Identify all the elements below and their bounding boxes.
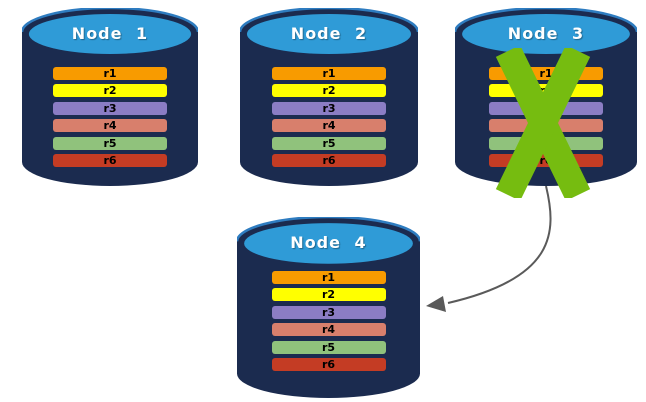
replica-row-r6: r6 [271,358,386,372]
cylinder-top [28,14,192,54]
replica-row-r4: r4 [271,323,386,337]
replica-row-r5: r5 [272,136,386,150]
replica-row-label: r1 [321,270,336,284]
replica-row-r5: r5 [53,136,167,150]
replica-row-r3: r3 [53,101,167,115]
cylinder-top [246,14,412,54]
cylinder-top-edge [455,8,637,33]
replica-row-r1: r1 [272,67,386,80]
replica-row-label: r3 [103,101,117,115]
node-1-rows: r1 r2 r3 r4 r5 r6 [53,67,167,168]
replica-row-r6: r6 [53,154,167,168]
replica-row-label: r3 [322,101,336,115]
replica-row-r3: r3 [272,101,386,115]
replica-row-label: r4 [103,119,117,133]
failure-x-icon [495,48,591,198]
replica-row-label: r4 [322,119,336,133]
failover-arrow-curve [447,185,552,304]
replica-row-label: r1 [539,66,553,80]
replica-row-label: r1 [103,66,117,80]
replica-row-label: r5 [321,340,336,354]
failover-arrow-head [426,296,446,312]
node-3-title: Node 3 [507,24,585,43]
replica-row-label: r2 [322,84,336,98]
replica-row-r2: r2 [271,288,386,302]
cylinder-top [462,14,630,54]
replica-row-r6: r6 [272,154,386,168]
node-1: Node 1 r1 r2 r3 r4 r5 r6 [22,8,198,186]
replica-row-label: r5 [103,136,117,150]
replica-row-r2: r2 [272,84,386,98]
node-2-title: Node 2 [290,24,368,43]
node-1-title: Node 1 [71,24,149,43]
cylinder-top-edge [240,8,418,33]
cylinder-top-edge [22,8,198,33]
replica-row-label: r1 [322,66,336,80]
replica-row-r2: r2 [53,84,167,98]
replica-row-label: r6 [103,154,117,168]
node-4-title: Node 4 [290,233,367,252]
node-4-rows: r1 r2 r3 r4 r5 r6 [271,270,386,372]
node-2-rows: r1 r2 r3 r4 r5 r6 [272,67,386,168]
replica-row-r4: r4 [53,119,167,133]
replica-row-r3: r3 [271,305,386,319]
replica-row-label: r4 [321,323,336,337]
cylinder-top [244,223,413,264]
replica-row-r5: r5 [271,340,386,354]
replica-row-label: r5 [322,136,336,150]
replica-row-r1: r1 [271,270,386,284]
cylinder-top-edge [237,217,420,242]
replica-row-r1: r1 [53,67,167,80]
replica-row-label: r6 [322,154,336,168]
replica-row-r4: r4 [272,119,386,133]
node-4: Node 4 r1 r2 r3 r4 r5 r6 [237,217,420,398]
replica-row-label: r3 [321,305,336,319]
replica-row-label: r6 [539,154,553,168]
replica-row-label: r2 [103,84,117,98]
replica-row-label: r2 [321,288,336,302]
replica-row-label: r6 [321,358,336,372]
node-2: Node 2 r1 r2 r3 r4 r5 r6 [240,8,418,186]
